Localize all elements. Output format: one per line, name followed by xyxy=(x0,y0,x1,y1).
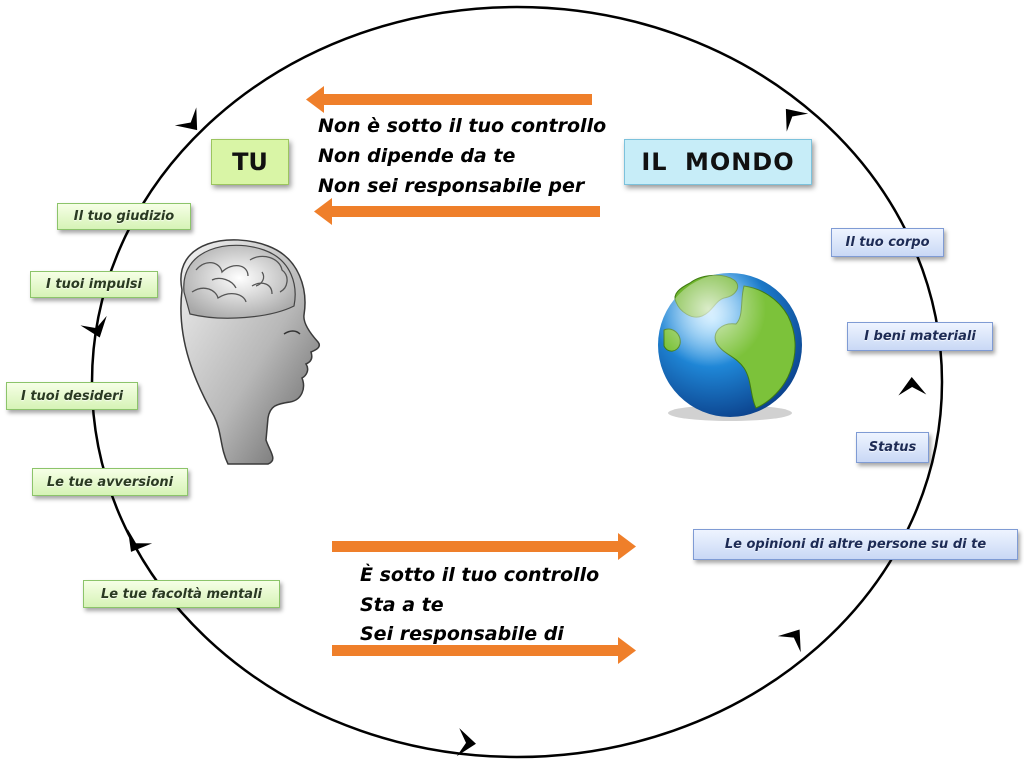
globe-icon xyxy=(658,273,802,421)
cycle-chevrons xyxy=(80,107,927,757)
list-item: Il tuo corpo xyxy=(831,228,944,257)
list-item: Le opinioni di altre persone su di te xyxy=(693,529,1018,560)
arrow-left-icon xyxy=(306,86,592,113)
arrow-right-icon xyxy=(332,533,636,560)
chevron-right-icon xyxy=(456,728,476,757)
statement-line: È sotto il tuo controllo xyxy=(360,564,600,586)
orange-arrows xyxy=(306,86,636,664)
head-brain-icon xyxy=(180,239,321,465)
list-item: Le tue avversioni xyxy=(32,468,188,496)
chevron-up-icon xyxy=(777,629,801,653)
chevron-down-icon xyxy=(80,315,107,338)
statement-line: Sei responsabile di xyxy=(360,623,564,645)
chevron-down-icon xyxy=(127,529,153,552)
list-item: I tuoi desideri xyxy=(6,382,138,410)
list-item: Status xyxy=(856,432,929,463)
list-item: Il tuo giudizio xyxy=(57,203,191,230)
statement-line: Non dipende da te xyxy=(318,145,516,167)
statement-line: Non è sotto il tuo controllo xyxy=(318,115,607,137)
list-item: I beni materiali xyxy=(847,322,993,351)
chevron-up-icon xyxy=(785,108,809,132)
statement-line: Sta a te xyxy=(360,594,444,616)
tu-title: TU xyxy=(211,139,289,185)
il-mondo-title: IL MONDO xyxy=(624,139,812,185)
arrow-left-icon xyxy=(314,198,600,225)
arrow-right-icon xyxy=(332,637,636,664)
chevron-up-icon xyxy=(898,377,927,396)
list-item: Le tue facoltà mentali xyxy=(83,580,280,608)
list-item: I tuoi impulsi xyxy=(30,271,158,298)
statement-line: Non sei responsabile per xyxy=(318,175,585,197)
chevron-down-icon xyxy=(174,107,198,131)
